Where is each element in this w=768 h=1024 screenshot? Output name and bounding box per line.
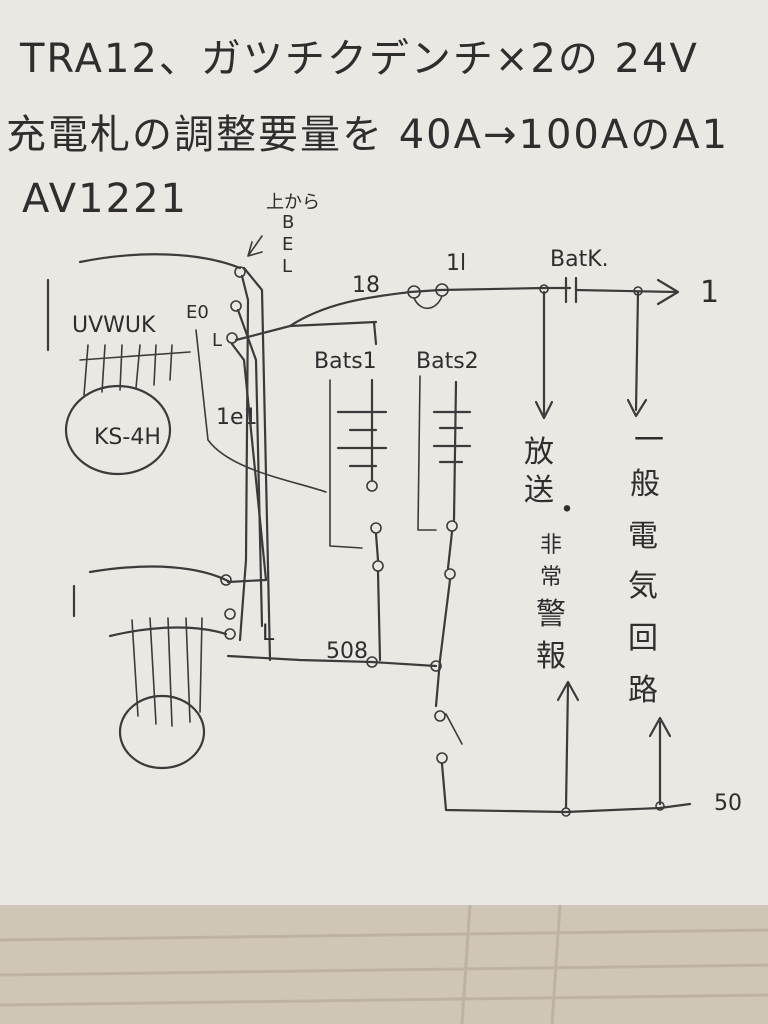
switch-lever <box>445 713 463 745</box>
paper-sheet <box>0 0 768 930</box>
emergency-char-3: 警 <box>536 597 566 632</box>
from-top-label: 上から <box>266 192 320 213</box>
battery-1: Bats1 <box>314 320 388 662</box>
output-label: 1 <box>700 275 719 310</box>
terminal-l: L <box>212 330 222 351</box>
fabric-pattern <box>0 904 768 1024</box>
emergency-char-4: 報 <box>536 639 566 674</box>
note-line-3: AV1221 <box>22 176 188 222</box>
fuse-element <box>413 295 443 310</box>
emergency-char-2: 常 <box>540 565 562 590</box>
bel-e: E <box>282 234 293 255</box>
pointer-arrow <box>247 235 263 257</box>
bottom-terminal-l: L <box>262 621 275 646</box>
note-line-1: TRA12、ガツチクデンチ×2の 24V <box>19 36 699 82</box>
general-char-6: 路 <box>628 673 658 708</box>
bats1-label: Bats1 <box>314 349 377 374</box>
branch-broadcast: 放 送 ・ 非 常 警 報 <box>524 290 582 810</box>
wire-18-label: 18 <box>352 273 380 298</box>
output-arrow <box>656 278 680 306</box>
fabric-background <box>0 905 768 1024</box>
motor-ks <box>64 384 172 476</box>
general-char-4: 気 <box>628 569 658 604</box>
terminal-column <box>220 266 378 662</box>
ks-label: KS-4H <box>94 425 161 450</box>
emergency-char-1: 非 <box>540 533 562 558</box>
fuse-label: 1l <box>446 251 466 276</box>
general-char-3: 電 <box>628 519 658 554</box>
bel-l: L <box>282 256 292 277</box>
general-char-5: 回 <box>628 621 658 656</box>
terminal-uvwuk: UVWUK <box>72 313 156 338</box>
broadcast-char-1: 放 <box>524 435 554 470</box>
upper-unit: UVWUK E0 L KS-4H 1e1 <box>46 253 327 493</box>
bel-b: B <box>282 212 294 233</box>
branch-general: 一 般 電 気 回 路 <box>626 290 672 806</box>
wire-508-label: 508 <box>326 639 368 664</box>
lower-unit: L <box>72 565 275 770</box>
note-line-2: 充電札の調整要量を 40A→100AのA1 <box>6 112 729 158</box>
general-char-1: 一 <box>634 423 664 458</box>
bats2-label: Bats2 <box>416 349 479 374</box>
ground-label: 50 <box>714 791 742 816</box>
broadcast-char-2: 送 <box>524 473 554 508</box>
general-char-2: 般 <box>630 467 660 502</box>
terminal-e0: E0 <box>186 302 209 323</box>
bus-508: 508 50 <box>226 639 742 817</box>
broadcast-char-3: ・ <box>552 493 582 528</box>
top-bus: 18 1l BatK. 1 <box>288 247 719 328</box>
batk-label: BatK. <box>550 247 609 272</box>
battery-2: Bats2 <box>416 349 479 708</box>
